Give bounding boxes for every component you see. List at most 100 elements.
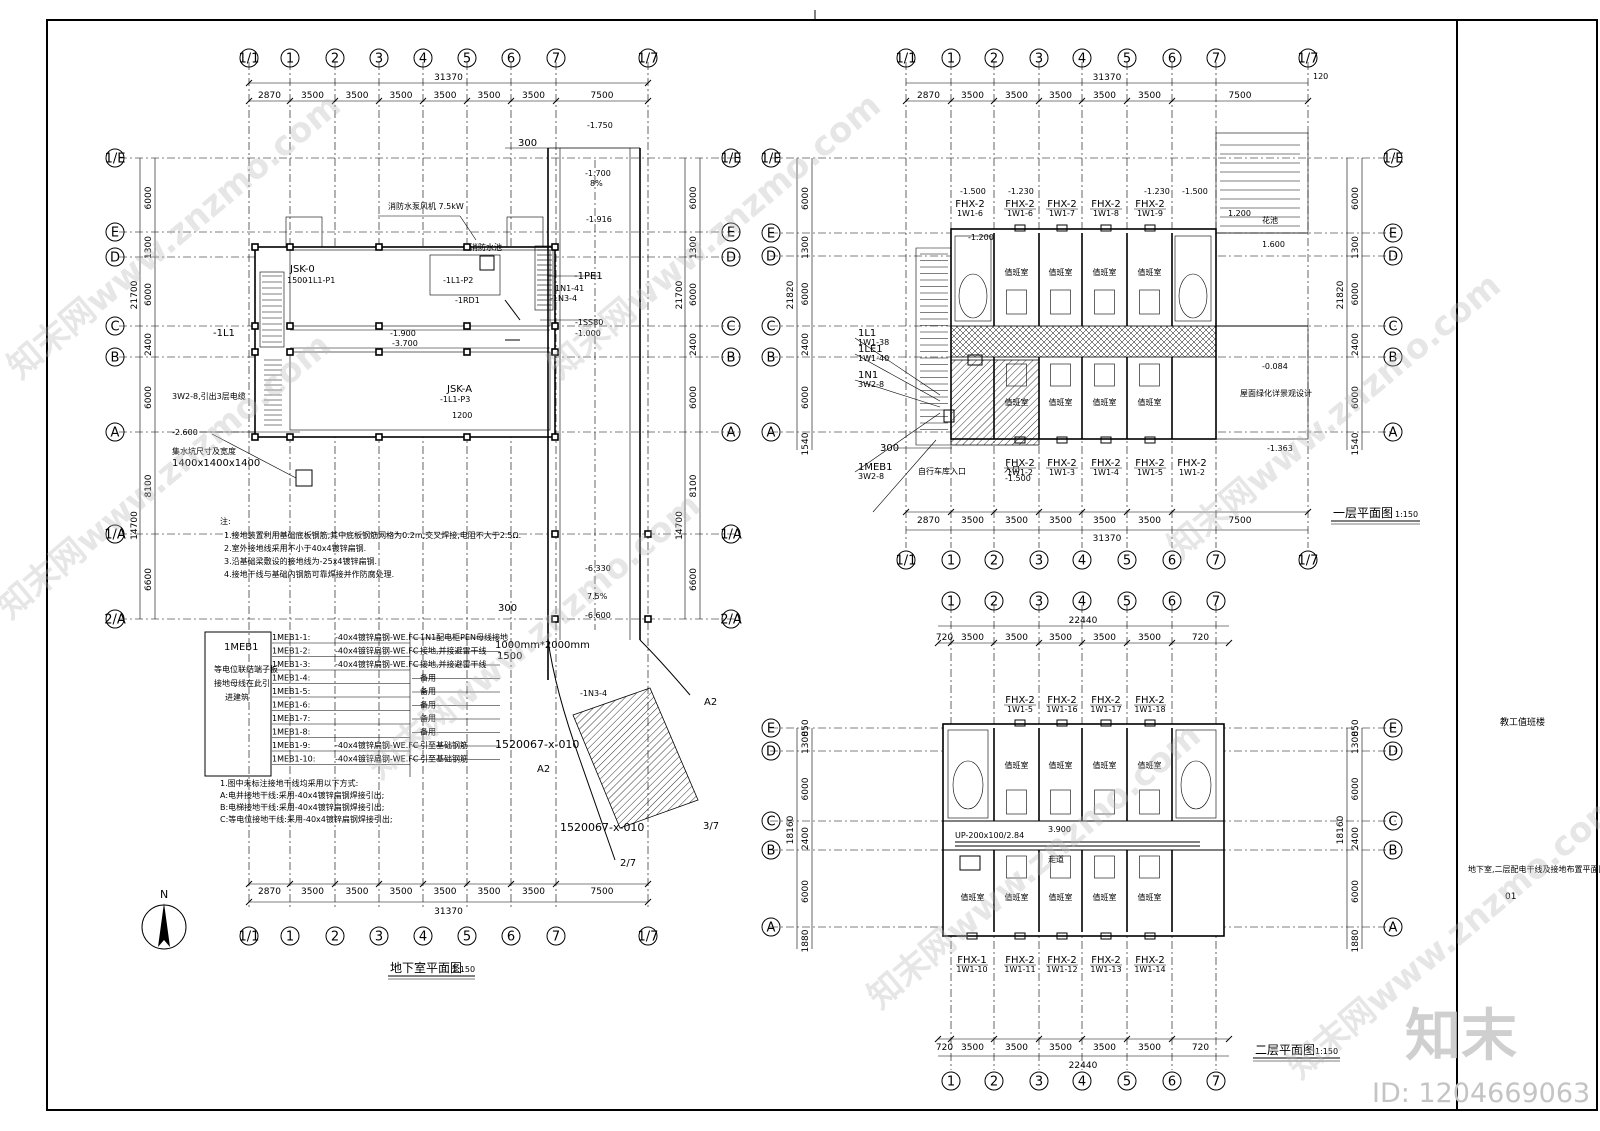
- axis-label: B: [1389, 351, 1398, 366]
- sheet-border: [46, 19, 1598, 1111]
- axis-bubble-top: [1298, 48, 1318, 68]
- axis-label: 1/1: [239, 930, 260, 945]
- axis-bubble-bottom: [1029, 550, 1049, 570]
- feeder-ref: 3W2-8: [858, 380, 884, 389]
- dim-tick: [644, 97, 652, 105]
- ground-note: C:等电位接地干线:采用-40x4镀锌扁钢焊接引出;: [220, 814, 393, 824]
- axis-bubble-right: [721, 524, 741, 544]
- panel-box: [1144, 436, 1156, 444]
- span-dim: 3500: [1049, 1043, 1072, 1053]
- axis-label: B: [727, 351, 736, 366]
- slope-label: 8%: [590, 179, 603, 188]
- edge-label: 120: [1313, 72, 1328, 81]
- axis-label: C: [766, 815, 775, 830]
- panel-ref: 1W1-6: [1007, 209, 1033, 218]
- panel-ref: 1W1-3: [1049, 468, 1075, 477]
- axis-label: 4: [1078, 1075, 1086, 1090]
- column: [286, 243, 294, 251]
- level-i-label: -2.600: [172, 428, 198, 437]
- panel-label: FHX-2: [1047, 458, 1077, 469]
- panel-label: FHX-2: [1005, 955, 1035, 966]
- axis-label: A: [767, 426, 776, 441]
- dim-tick: [1078, 97, 1086, 105]
- dim-tick: [1035, 639, 1043, 647]
- room-label: 值班室: [1005, 397, 1029, 407]
- v-dim: 1300: [1351, 236, 1361, 259]
- drawing-title: 地下室,二层配电干线及接地布置平面图: [1468, 864, 1600, 874]
- span-dim: 3500: [961, 516, 984, 526]
- corridor-hatch: [950, 325, 1217, 358]
- fire-pool-label: 消防水池: [470, 242, 502, 252]
- a2b-label: A2: [537, 764, 550, 775]
- room-label: 值班室: [1005, 892, 1029, 902]
- meb-row-id: 1MEB1-6:: [272, 701, 310, 710]
- v-dim: 6000: [801, 777, 811, 800]
- jska-label: JSK-A: [446, 384, 472, 395]
- axis-label: 1/7: [1298, 52, 1319, 67]
- span-dim: 2870: [917, 516, 940, 526]
- axis-bubble-bottom: [896, 550, 916, 570]
- ax37-label: 3/7: [703, 821, 719, 832]
- axis-bubble-bottom: [501, 926, 521, 946]
- v-dim: 6000: [144, 283, 154, 306]
- v-dim: 6000: [1351, 187, 1361, 210]
- span-dim: 7500: [591, 91, 614, 101]
- room-label: 值班室: [1005, 267, 1029, 277]
- dim-tick: [947, 97, 955, 105]
- meb-row-id: 1MEB1-5:: [272, 687, 310, 696]
- axis-bubble-left: [761, 840, 781, 860]
- v-dim: 2400: [1351, 827, 1361, 850]
- panel-box: [1144, 719, 1156, 727]
- axis-bubble-top: [457, 48, 477, 68]
- panel-box: [1014, 932, 1026, 940]
- axis-bubble-bottom: [1117, 550, 1137, 570]
- level-label: -1.230: [1144, 187, 1170, 196]
- v-total: 14700: [675, 511, 685, 540]
- dim-tick: [1035, 97, 1043, 105]
- dim-tick: [990, 508, 998, 516]
- ss80-label: -1SS80: [575, 318, 603, 327]
- room-label: 值班室: [1138, 397, 1162, 407]
- dim-tick: [990, 1035, 998, 1043]
- meb-row-dest: 接地,并接避雷干线: [420, 646, 487, 656]
- axis-bubble-top: [1029, 591, 1049, 611]
- meb-row-spec: -40x4镀锌扁钢-WE.FC: [335, 740, 419, 750]
- axis-label: D: [1388, 745, 1398, 760]
- axis-label: E: [727, 226, 735, 241]
- panel-box: [1100, 932, 1112, 940]
- column: [551, 322, 559, 330]
- axis-label: D: [766, 250, 776, 265]
- bathroom: [1139, 289, 1160, 315]
- axis-bubble-right: [721, 422, 741, 442]
- axis-label: 1: [947, 1075, 955, 1090]
- dim-tick: [1078, 639, 1086, 647]
- dim-tick: [552, 97, 560, 105]
- rd1-label: -1RD1: [455, 296, 480, 305]
- axis-bubble-bottom: [1206, 550, 1226, 570]
- panel-label: FHX-1: [957, 955, 987, 966]
- axis-bubble-top: [369, 48, 389, 68]
- axis-label: 6: [1168, 595, 1176, 610]
- ramp-hatch: [572, 687, 699, 829]
- v-dim: 850: [1351, 719, 1361, 736]
- axis-bubble-top: [413, 48, 433, 68]
- dim-tick: [286, 880, 294, 888]
- dim-tick: [507, 880, 515, 888]
- v-dim: 1300: [801, 731, 811, 754]
- storage-room: [289, 351, 551, 431]
- dim-tick: [1035, 508, 1043, 516]
- column: [286, 433, 294, 441]
- sump-pit: [295, 469, 313, 487]
- v-dim: 1540: [801, 432, 811, 455]
- bathroom: [1050, 363, 1071, 387]
- entrance-label: 入口: [1004, 465, 1020, 474]
- dim-tick: [1168, 639, 1176, 647]
- bathroom: [1050, 789, 1071, 815]
- ground-notes: 1.图中未标注接地干线均采用以下方式: A:电井接地干线:采用-40x4镀锌扁钢…: [220, 778, 393, 824]
- bathroom: [1139, 855, 1160, 879]
- span-dim: 7500: [591, 887, 614, 897]
- bathroom: [1006, 789, 1027, 815]
- corridor-label: 走道: [1048, 854, 1064, 864]
- axis-label: 3: [1035, 52, 1043, 67]
- axis-bubble-left: [761, 223, 781, 243]
